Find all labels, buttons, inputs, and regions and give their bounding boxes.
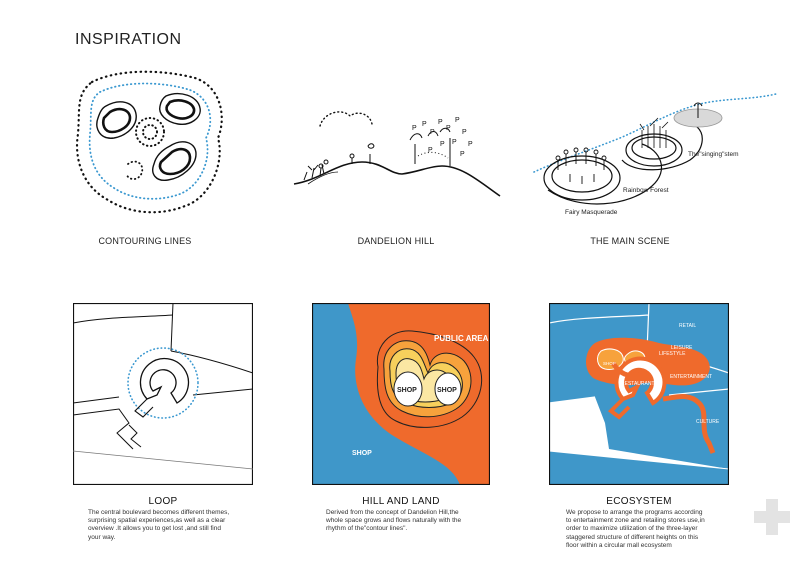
label-shop-right: SHOP xyxy=(437,387,457,394)
svg-text:P: P xyxy=(460,151,465,158)
panel-title-hill-and-land: HILL AND LAND xyxy=(362,496,440,507)
label-shop-left: SHOP xyxy=(397,387,417,394)
svg-text:P: P xyxy=(462,129,467,136)
contouring-lines-sketch xyxy=(75,70,223,214)
panel-title-ecosystem: ECOSYSTEM xyxy=(606,496,672,507)
svg-text:P: P xyxy=(452,139,457,146)
hill-and-land-panel: PUBLIC AREA SHOP SHOP SHOP xyxy=(312,303,490,485)
page-title: INSPIRATION xyxy=(75,31,182,48)
panel-desc-ecosystem: We propose to arrange the programs accor… xyxy=(566,509,705,549)
svg-text:P: P xyxy=(438,119,443,126)
sketch-caption-main-scene: THE MAIN SCENE xyxy=(590,236,670,246)
svg-text:P: P xyxy=(422,121,427,128)
panel-desc-hill-and-land: Derived from the concept of Dandelion Hi… xyxy=(326,509,462,533)
label-rainbow-forest: Rainbow Forest xyxy=(623,187,669,194)
svg-text:P: P xyxy=(428,147,433,154)
label-leisure: LEISURE xyxy=(671,345,693,351)
svg-text:P: P xyxy=(440,141,445,148)
sketch-caption-dandelion: DANDELION HILL xyxy=(357,236,435,246)
label-lifestyle: LIFESTYLE xyxy=(659,351,686,357)
label-shop-bottom: SHOP xyxy=(352,450,372,457)
loop-panel xyxy=(73,303,253,485)
label-fairy-masquerade: Fairy Masquerade xyxy=(565,209,618,216)
label-public-area: PUBLIC AREA xyxy=(434,334,489,343)
main-scene-sketch: The"singing"stem Rainbow Forest Fairy Ma… xyxy=(533,93,777,216)
svg-text:P: P xyxy=(468,141,473,148)
ecosystem-panel: RETAIL LEISURE LIFESTYLE ENTERTAINMENT R… xyxy=(549,303,729,485)
label-retail: RETAIL xyxy=(679,323,696,329)
label-entertainment: ENTERTAINMENT xyxy=(670,374,712,380)
label-shop-small: SHOP xyxy=(603,361,616,366)
svg-text:P: P xyxy=(455,117,460,124)
svg-text:P: P xyxy=(430,129,435,136)
panel-desc-loop: The central boulevard becomes different … xyxy=(88,509,230,541)
label-restaurant: RESTAURANT xyxy=(621,381,655,387)
sketch-caption-contouring: CONTOURING LINES xyxy=(98,236,192,246)
plus-cross-icon xyxy=(754,499,790,535)
label-singing-stem: The"singing"stem xyxy=(688,151,739,158)
label-culture: CULTURE xyxy=(696,419,720,425)
svg-text:P: P xyxy=(446,125,451,132)
panel-title-loop: LOOP xyxy=(148,496,178,507)
svg-text:P: P xyxy=(412,125,417,132)
